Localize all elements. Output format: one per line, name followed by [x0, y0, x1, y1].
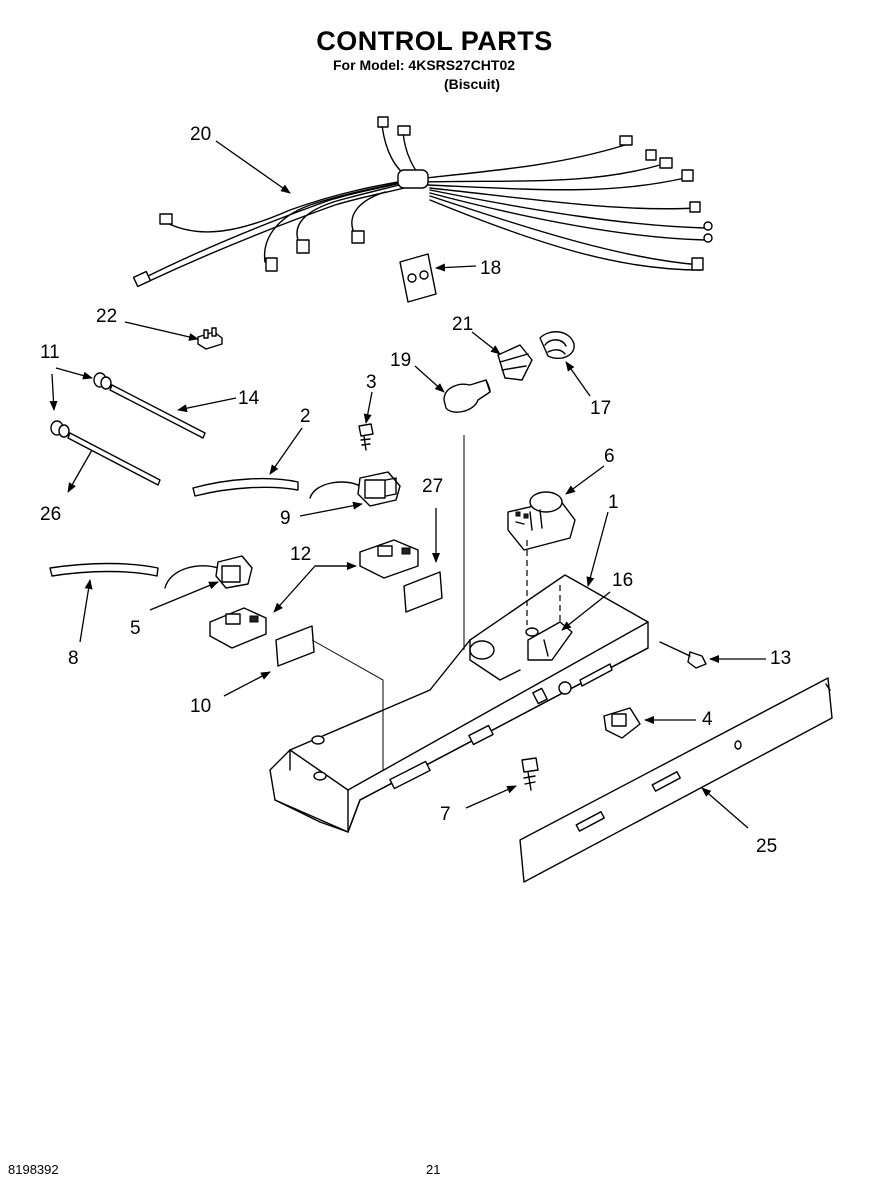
label-parts	[275, 571, 443, 667]
callout-7: 7	[440, 804, 451, 825]
callout-11: 11	[40, 342, 60, 363]
callout-18: 18	[480, 258, 501, 279]
bracket-parts	[209, 539, 419, 649]
callout-25: 25	[756, 836, 777, 857]
screw-part	[358, 423, 374, 451]
wire-harness-part	[132, 116, 713, 288]
callout-4: 4	[702, 709, 713, 730]
page-title: CONTROL PARTS	[316, 26, 553, 56]
callout-10: 10	[190, 696, 211, 717]
switch-part-5	[164, 555, 253, 589]
callout-2: 2	[300, 406, 311, 427]
model-line: For Model: 4KSRS27CHT02	[333, 57, 516, 73]
color-variant: (Biscuit)	[444, 76, 500, 92]
callout-9: 9	[280, 508, 291, 529]
plate-part	[399, 253, 437, 303]
callout-13: 13	[770, 648, 791, 669]
rod-nut-parts	[50, 372, 206, 486]
callout-26: 26	[40, 504, 61, 525]
lamp-socket-part	[443, 331, 575, 413]
callout-21: 21	[452, 314, 473, 335]
callout-27: 27	[422, 476, 443, 497]
switch-part	[309, 471, 401, 507]
callout-1: 1	[608, 492, 619, 513]
callout-8: 8	[68, 648, 79, 669]
page-number: 21	[426, 1162, 441, 1177]
tube-parts	[49, 477, 299, 577]
callout-3: 3	[366, 372, 377, 393]
callout-14: 14	[238, 388, 260, 409]
clip-part	[197, 327, 223, 350]
callout-22: 22	[96, 306, 117, 327]
callout-12: 12	[290, 544, 311, 565]
document-number: 8198392	[8, 1162, 59, 1177]
control-housing-part	[269, 435, 649, 833]
callout-19: 19	[390, 350, 411, 371]
small-hardware-parts	[521, 641, 707, 791]
callout-5: 5	[130, 618, 141, 639]
trim-strip-part	[519, 677, 833, 883]
callout-16: 16	[612, 570, 633, 591]
callout-6: 6	[604, 446, 615, 467]
leader-lines	[49, 140, 766, 829]
callout-20: 20	[190, 124, 211, 145]
callout-17: 17	[590, 398, 611, 419]
callout-labels: 20 18 22 21 11 19 3 14 17 2 6 27 1 26 9 …	[40, 124, 791, 857]
timer-part	[507, 491, 576, 551]
